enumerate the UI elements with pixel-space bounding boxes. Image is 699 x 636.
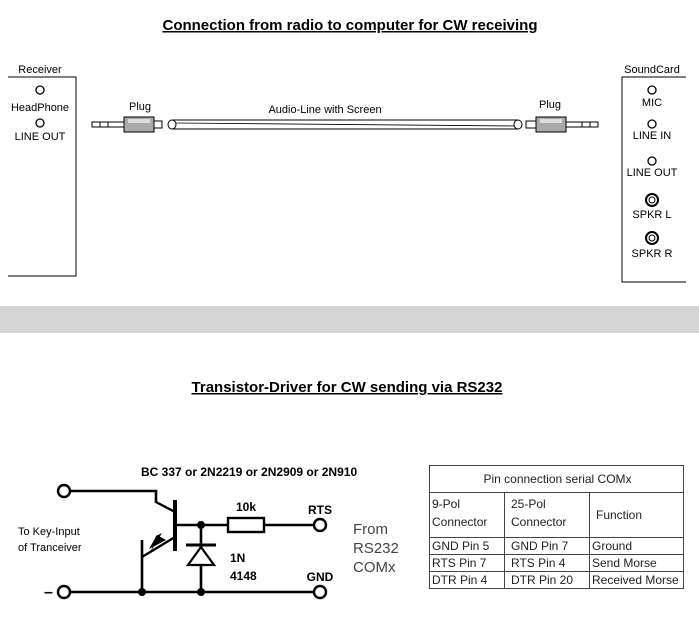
diode-label-4148: 4148 <box>230 569 257 583</box>
table-cell: GND Pin 5 <box>429 537 505 555</box>
soundcard-label: SoundCard <box>624 64 680 76</box>
spkr-r-jack-icon <box>645 231 659 245</box>
junction-dot <box>197 521 205 529</box>
spkr-l-jack-icon <box>645 193 659 207</box>
header-9-pol: 9-Pol Connector <box>429 492 505 538</box>
resistor-icon <box>226 516 266 534</box>
mic-label: MIC <box>642 97 662 109</box>
header-function: Function <box>589 492 684 538</box>
soundcard-line-out-jack-icon <box>647 156 657 166</box>
junction-dot <box>138 588 146 596</box>
transistor-types: BC 337 or 2N2219 or 2N2909 or 2N910 <box>141 465 357 479</box>
audio-line-label: Audio-Line with Screen <box>268 104 381 116</box>
key-input-line-1: To Key-Input <box>18 526 80 538</box>
rts-terminal <box>312 517 328 533</box>
key-terminal-bottom <box>56 584 72 600</box>
section-divider <box>0 306 699 333</box>
table-cell: Received Morse <box>589 571 684 589</box>
line-in-jack-icon <box>647 119 657 129</box>
pin-connection-table: Pin connection serial COMx 9-Pol Connect… <box>429 465 684 589</box>
right-plug-label: Plug <box>539 99 561 111</box>
header-25-pol-line1: 25-Pol <box>511 497 546 511</box>
junction-dot <box>197 588 205 596</box>
receiving-title: Connection from radio to computer for CW… <box>162 17 537 34</box>
headphone-jack-icon <box>35 85 45 95</box>
header-function-label: Function <box>596 507 643 522</box>
headphone-label: HeadPhone <box>11 102 69 114</box>
header-9-pol-line2: Connector <box>432 515 488 529</box>
table-row: GND Pin 5 GND Pin 7 Ground <box>429 537 684 555</box>
mic-jack-icon <box>647 85 657 95</box>
sending-title: Transistor-Driver for CW sending via RS2… <box>192 379 503 396</box>
diode-label-1n: 1N <box>230 551 245 565</box>
audio-cable: Plug Audio-Line with Screen Plug <box>91 99 599 133</box>
cable-line <box>172 119 518 130</box>
gnd-terminal <box>312 584 328 600</box>
table-cell: RTS Pin 4 <box>504 554 590 572</box>
left-plug-label: Plug <box>129 101 151 113</box>
gnd-label: GND <box>307 570 334 584</box>
table-cell: Send Morse <box>589 554 684 572</box>
soundcard-unit: SoundCard MIC LINE IN LINE OUT SPKR L SP… <box>621 64 686 283</box>
soundcard-line-out-label: LINE OUT <box>627 167 678 179</box>
receiver-line-out-jack-icon <box>35 118 45 128</box>
receiver-unit: Receiver HeadPhone LINE OUT <box>8 64 77 277</box>
resistor-value: 10k <box>236 500 256 514</box>
table-row: RTS Pin 7 RTS Pin 4 Send Morse <box>429 554 684 572</box>
source-line-rs232: RS232 <box>353 540 399 557</box>
line-in-label: LINE IN <box>633 130 672 142</box>
driver-circuit: 10k 1N 4148 RTS GND – <box>44 483 334 601</box>
header-25-pol-line2: Connector <box>511 515 567 529</box>
table-cell: Ground <box>589 537 684 555</box>
diode-icon <box>185 545 217 567</box>
header-9-pol-line1: 9-Pol <box>432 497 461 511</box>
header-25-pol: 25-Pol Connector <box>504 492 590 538</box>
source-line-from: From <box>353 521 388 538</box>
source-line-comx: COMx <box>353 559 396 576</box>
minus-label: – <box>44 584 53 601</box>
key-input-line-2: of Tranceiver <box>18 542 82 554</box>
key-terminal-top <box>56 483 72 499</box>
table-row: DTR Pin 4 DTR Pin 20 Received Morse <box>429 571 684 589</box>
table-cell: RTS Pin 7 <box>429 554 505 572</box>
spkr-l-label: SPKR L <box>632 209 671 221</box>
table-caption: Pin connection serial COMx <box>429 465 684 493</box>
table-cell: DTR Pin 20 <box>504 571 590 589</box>
spkr-r-label: SPKR R <box>632 248 673 260</box>
receiver-label: Receiver <box>18 64 62 76</box>
table-cell: DTR Pin 4 <box>429 571 505 589</box>
receiver-line-out-label: LINE OUT <box>15 131 66 143</box>
table-cell: GND Pin 7 <box>504 537 590 555</box>
rts-label: RTS <box>308 503 332 517</box>
